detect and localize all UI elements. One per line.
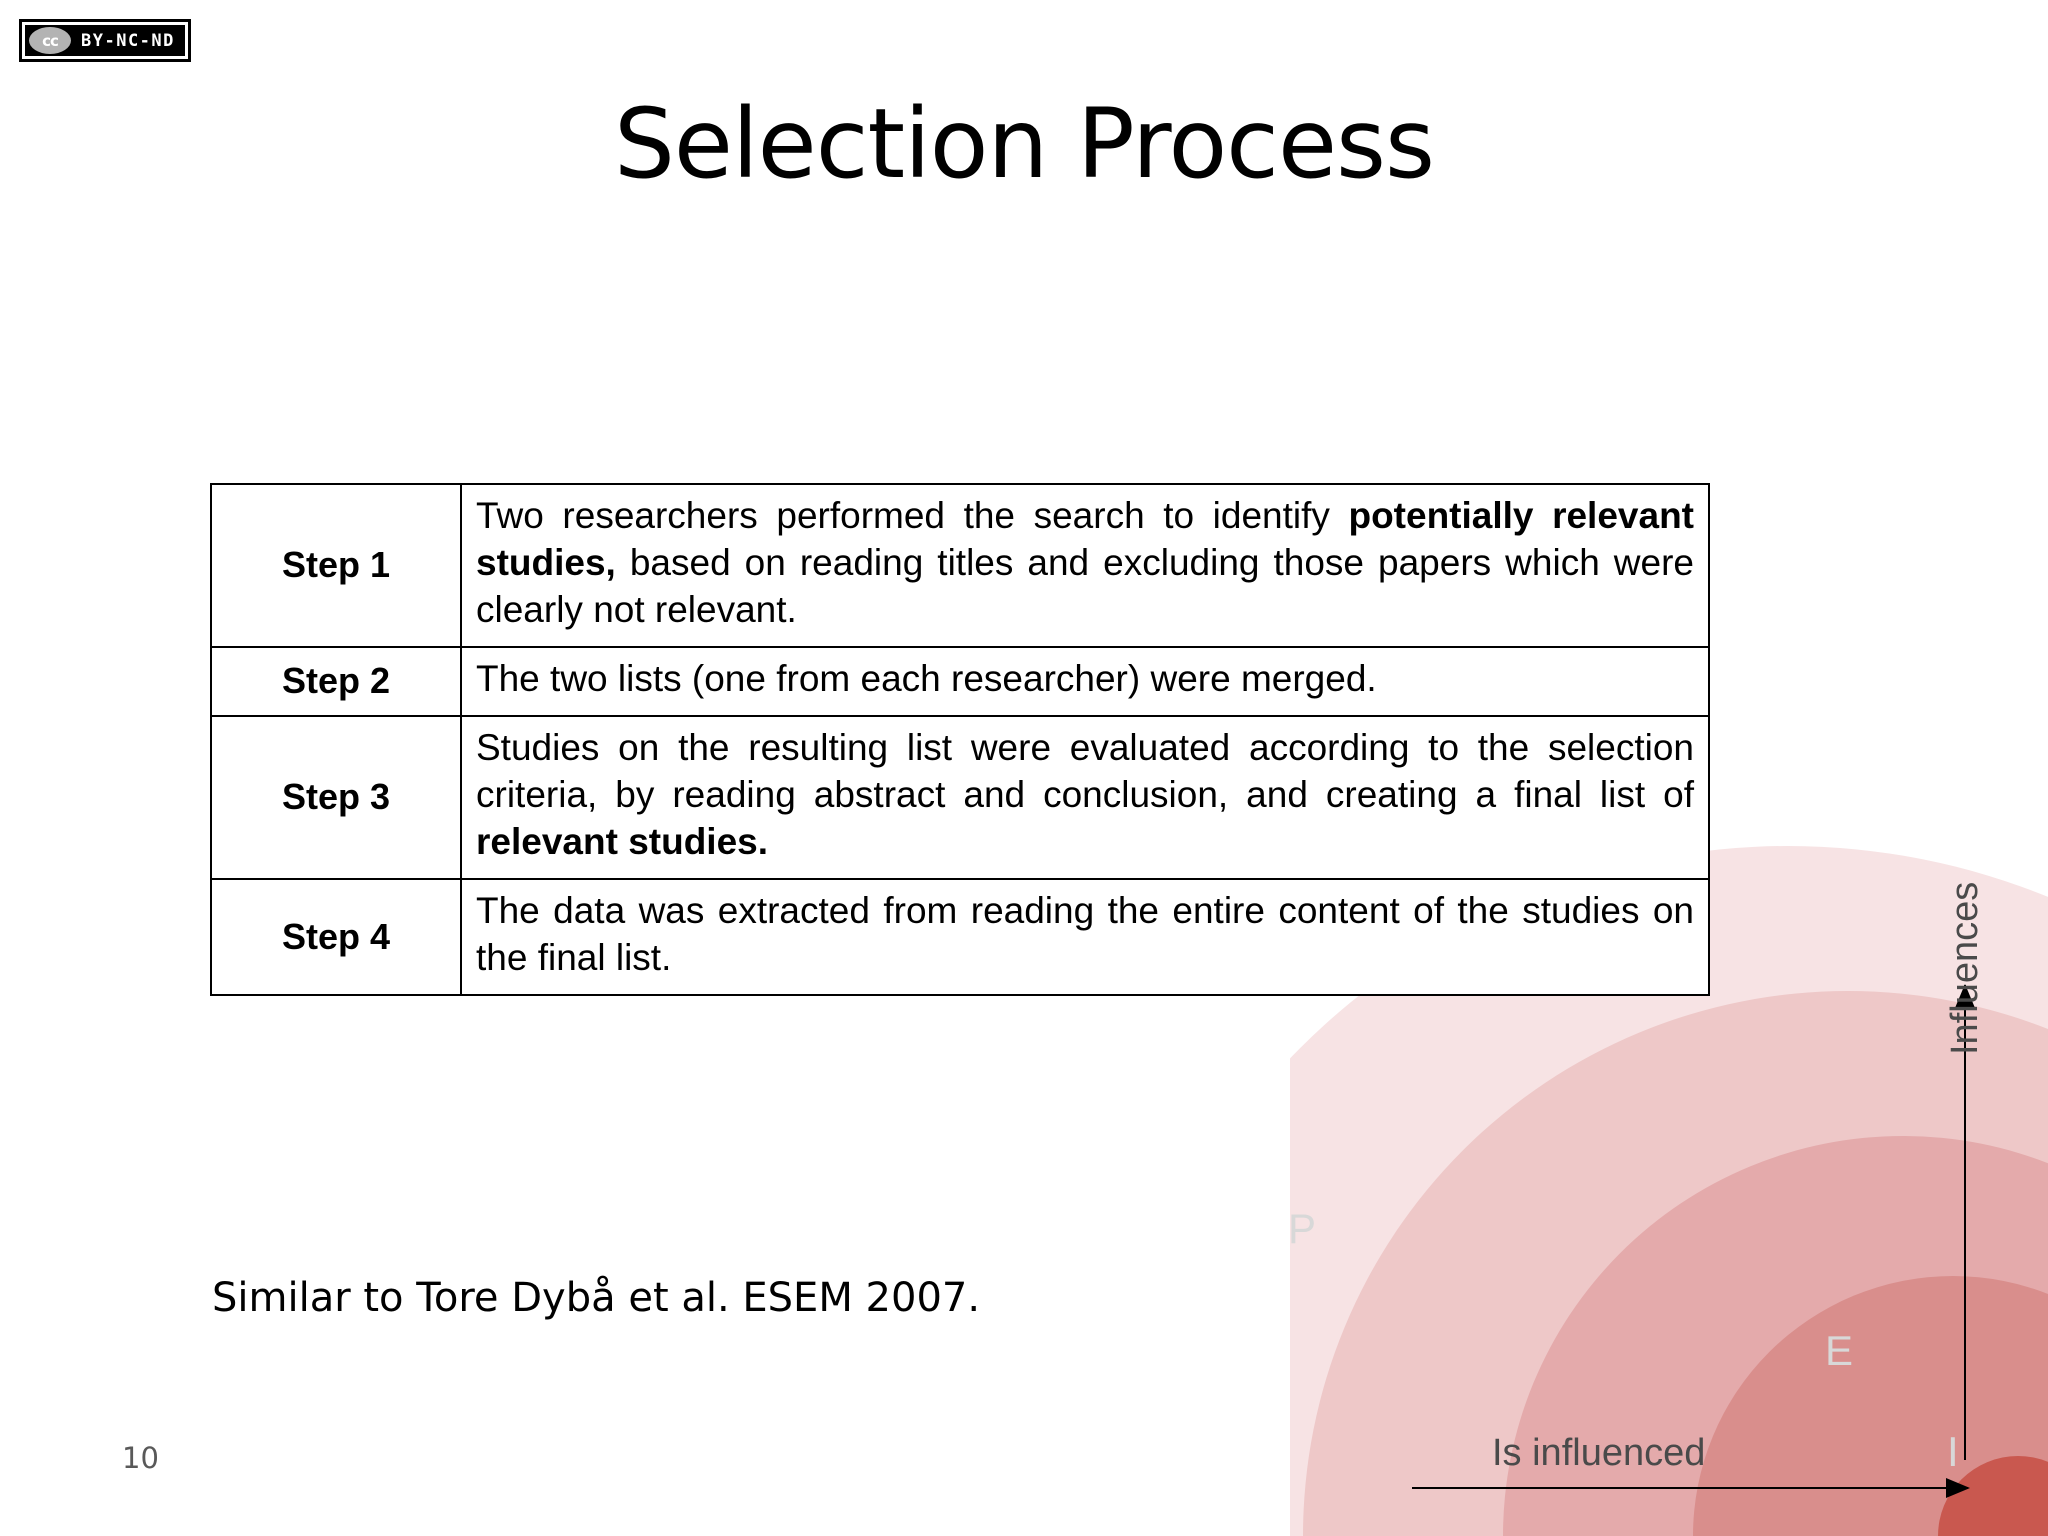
table-row: Step 2 The two lists (one from each rese… — [210, 645, 1710, 717]
slide-number: 10 — [122, 1441, 159, 1475]
ring-label-p: P — [1288, 1205, 1317, 1252]
cc-license-label: BY-NC-ND — [81, 30, 175, 51]
step-label: Step 2 — [210, 645, 462, 717]
selection-process-table: Step 1 Two researchers performed the sea… — [210, 483, 1710, 996]
table-row: Step 1 Two researchers performed the sea… — [210, 483, 1710, 648]
creative-commons-badge: cc BY-NC-ND — [19, 19, 191, 62]
table-body: Step 1 Two researchers performed the sea… — [210, 483, 1710, 996]
step-description: The two lists (one from each researcher)… — [460, 645, 1710, 717]
step-label: Step 3 — [210, 714, 462, 880]
step-label: Step 1 — [210, 483, 462, 648]
influences-label: Influences — [1944, 881, 1986, 1055]
step-description: The data was extracted from reading the … — [460, 877, 1710, 996]
ring-label-i: I — [1947, 1428, 1959, 1475]
step-description: Studies on the resulting list were evalu… — [460, 714, 1710, 880]
influences-arrow-icon — [1955, 984, 1975, 1460]
step-description: Two researchers performed the search to … — [460, 483, 1710, 648]
table-row: Step 3 Studies on the resulting list wer… — [210, 714, 1710, 880]
step-label: Step 4 — [210, 877, 462, 996]
page-title: Selection Process — [613, 88, 1435, 200]
is-influenced-arrow-icon — [1412, 1478, 1970, 1498]
table-row: Step 4 The data was extracted from readi… — [210, 877, 1710, 996]
cc-logo-icon: cc — [29, 27, 71, 54]
is-influenced-label: Is influenced — [1492, 1432, 1706, 1474]
ring-label-e: E — [1825, 1327, 1854, 1374]
source-caption: Similar to Tore Dybå et al. ESEM 2007. — [212, 1275, 981, 1321]
